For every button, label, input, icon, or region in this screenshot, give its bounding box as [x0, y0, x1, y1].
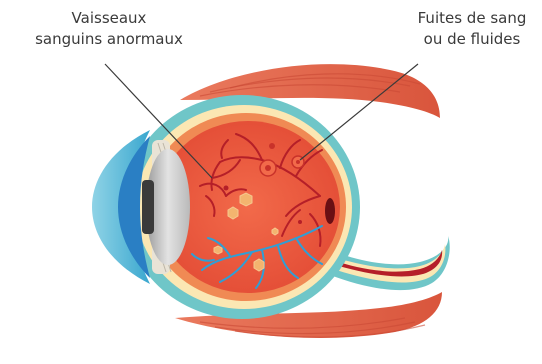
label-leakage-line1: Fuites de sang — [402, 8, 542, 29]
label-leakage: Fuites de sang ou de fluides — [402, 8, 542, 50]
label-abnormal-vessels: Vaisseaux sanguins anormaux — [24, 8, 194, 50]
label-abnormal-vessels-line1: Vaisseaux — [24, 8, 194, 29]
label-abnormal-vessels-line2: sanguins anormaux — [24, 29, 194, 50]
optic-disc — [325, 198, 335, 224]
iris-dark — [142, 180, 154, 234]
label-leakage-line2: ou de fluides — [402, 29, 542, 50]
